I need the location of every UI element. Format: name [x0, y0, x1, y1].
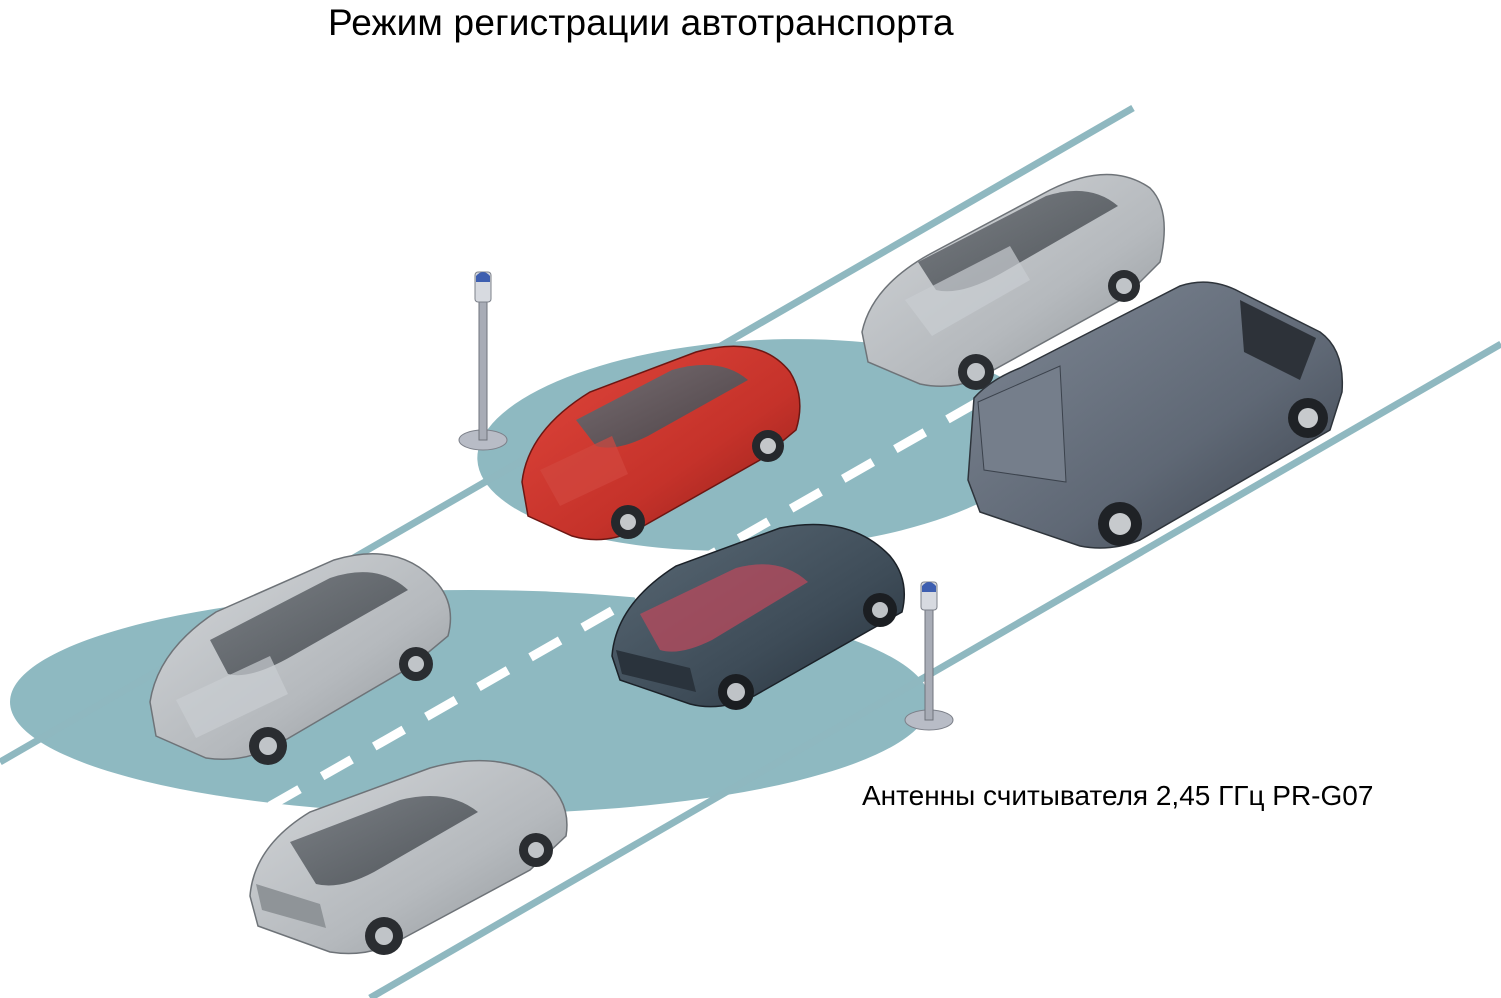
car-icon — [249, 759, 568, 955]
car-icon — [521, 345, 801, 541]
car-icon — [149, 553, 452, 765]
car-icon — [861, 173, 1165, 390]
antenna-caption: Антенны считывателя 2,45 ГГц PR-G07 — [862, 780, 1374, 811]
van-icon — [967, 281, 1344, 549]
car-icon — [611, 523, 905, 710]
lane-line-lower — [368, 340, 1501, 998]
antenna-icon — [904, 581, 954, 731]
antenna-icon — [458, 271, 508, 451]
diagram-title: Режим регистрации автотранспорта — [328, 2, 954, 43]
